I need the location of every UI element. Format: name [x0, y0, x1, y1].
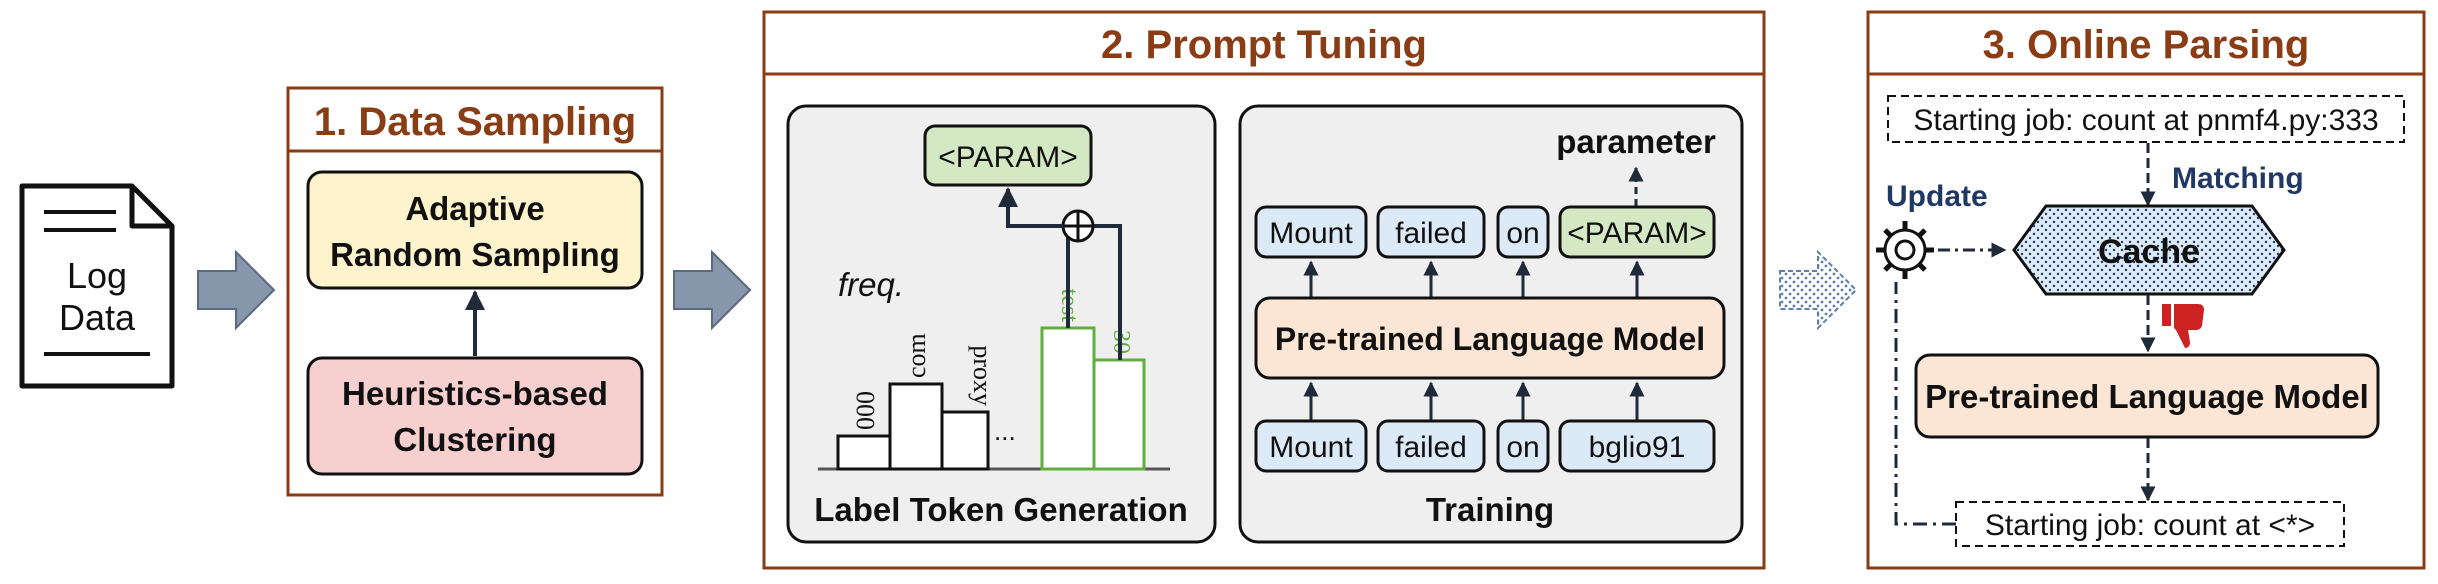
in-token-on-label: on [1506, 431, 1539, 464]
out-token-mount-label: Mount [1269, 217, 1353, 250]
clustering-label-1: Heuristics-based [342, 375, 608, 412]
flow-arrow-3 [1779, 249, 1858, 331]
log-label-2: Data [59, 297, 136, 338]
out-token-on-label: on [1506, 217, 1539, 250]
training-caption: Training [1426, 491, 1554, 528]
online-model-box [1914, 353, 2380, 439]
clustering-box [306, 356, 644, 476]
thirty-combine-line [1094, 224, 1122, 360]
data-sampling-title: 1. Data Sampling [314, 100, 636, 144]
bar-test [1040, 326, 1096, 471]
parameter-label: parameter [1556, 123, 1716, 160]
oplus-to-param-arrow [998, 187, 1063, 228]
out-token-on [1496, 205, 1550, 259]
in-token-failed-label: failed [1395, 431, 1467, 464]
online-model-label: Pre-trained Language Model [1925, 378, 2369, 415]
bar-ellipsis: ... [994, 416, 1016, 446]
param-label-top: <PARAM> [938, 141, 1078, 174]
freq-histogram [818, 326, 1170, 471]
bar-label-proxy: proxy [968, 345, 997, 406]
bar-30 [1092, 358, 1146, 471]
output-template-text: Starting job: count at <*> [1985, 509, 2315, 542]
adaptive-sampling-box [306, 170, 644, 290]
flow-arrow-1 [197, 249, 276, 331]
thumbs-down-icon [2162, 304, 2204, 348]
cache-box [2012, 204, 2286, 296]
out-token-failed-label: failed [1395, 217, 1467, 250]
out-token-param [1558, 205, 1716, 259]
param-box-top [923, 124, 1093, 187]
in-token-on [1496, 419, 1550, 473]
in-token-failed [1376, 419, 1486, 473]
in-token-bglio-label: bglio91 [1589, 431, 1686, 464]
update-label: Update [1886, 180, 1988, 213]
log-label-1: Log [67, 255, 127, 296]
matching-label: Matching [2172, 162, 2304, 195]
bar-label-000: 000 [851, 391, 880, 430]
out-token-failed [1376, 205, 1486, 259]
bar-000 [836, 434, 892, 471]
gear-icon [1876, 221, 1934, 279]
flow-arrow-2 [673, 249, 752, 331]
out-token-param-label: <PARAM> [1567, 217, 1707, 250]
out-token-mount [1254, 205, 1368, 259]
feedback-line [1894, 282, 1956, 526]
prompt-tuning-title: 2. Prompt Tuning [1101, 23, 1427, 67]
label-token-caption: Label Token Generation [814, 491, 1187, 528]
in-token-mount [1254, 419, 1368, 473]
bar-proxy [940, 410, 990, 471]
online-parsing-title: 3. Online Parsing [1983, 23, 2310, 67]
input-log-box [1887, 95, 2405, 143]
cache-label: Cache [2098, 233, 2200, 271]
input-log-text: Starting job: count at pnmf4.py:333 [1913, 104, 2378, 137]
bar-com [888, 382, 944, 471]
training-model-box [1254, 296, 1726, 380]
adaptive-label-1: Adaptive [405, 190, 544, 227]
log-data-icon [19, 183, 175, 389]
output-template-box [1955, 501, 2345, 547]
training-model-label: Pre-trained Language Model [1275, 321, 1705, 357]
adaptive-label-2: Random Sampling [330, 236, 620, 273]
bar-label-com: com [902, 333, 931, 378]
in-token-bglio [1558, 419, 1716, 473]
freq-label: freq. [838, 266, 904, 303]
clustering-label-2: Clustering [393, 421, 556, 458]
in-token-mount-label: Mount [1269, 431, 1353, 464]
